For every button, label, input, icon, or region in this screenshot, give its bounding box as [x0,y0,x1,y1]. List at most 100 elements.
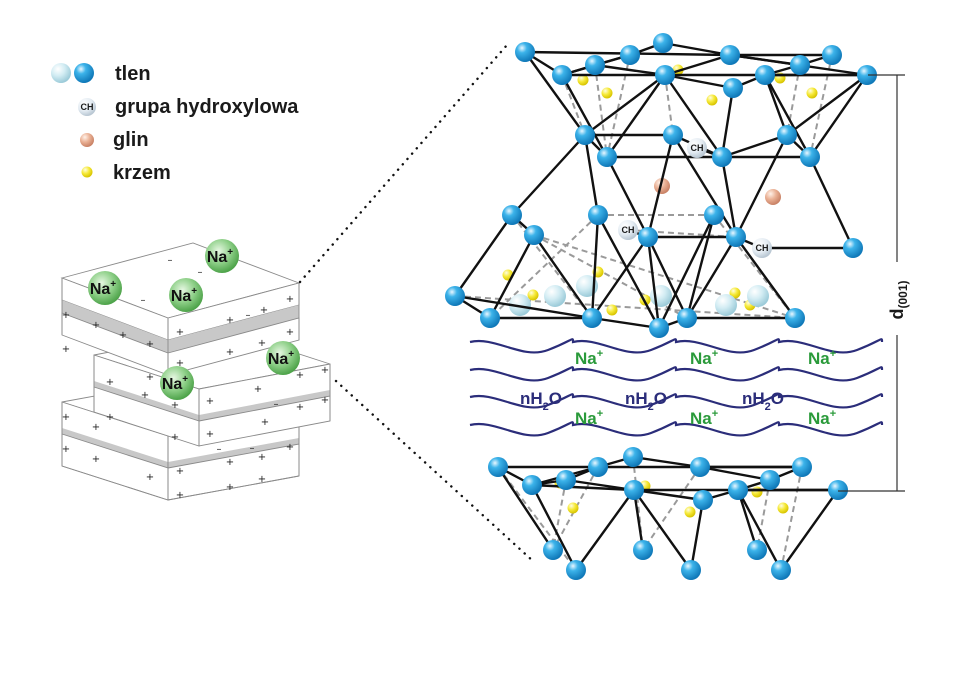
bond [657,213,716,330]
positive-charge: + [258,338,266,349]
bond [720,155,738,239]
positive-charge: + [62,310,70,321]
positive-charge: + [258,452,266,463]
bond [698,465,772,482]
oxygen-atom [543,540,563,560]
oxygen-atom-icon [51,63,94,83]
hidden-bond [809,54,833,158]
bond [685,235,738,320]
apical-oxygen-atom [509,294,531,316]
aluminium-atom [654,178,670,194]
silicon-atom [527,289,539,301]
oxygen-atom [556,470,576,490]
hidden-bond [642,466,701,551]
zoom-connector-bottom [334,379,536,564]
sodium-cation-spheres: Na+Na+Na+Na+Na+ [88,239,300,400]
bond [632,488,693,572]
oxygen-atom [653,33,673,53]
sodium-ion-label: Na+ [690,348,718,368]
silicon-atom [606,304,618,316]
legend-item-aluminium: glin [80,129,149,151]
silicon-atom-icon [81,166,93,178]
positive-charge: + [176,490,184,501]
oxygen-atom [524,225,544,245]
svg-text:Na+: Na+ [171,286,197,305]
sodium-cation-sphere: Na+ [88,271,122,305]
slab-middle [93,329,331,447]
hidden-bond [489,214,599,319]
hidden-bond [594,64,608,158]
bond [736,488,783,572]
hidden-bond [497,466,577,571]
silicon-atom [751,486,763,498]
oxygen-atom [747,540,767,560]
bond [590,235,650,320]
hidden-bond [561,74,586,136]
oxygen-atom [777,125,797,145]
oxygen-atom [638,227,658,247]
legend-label: grupa hydroxylowa [115,96,299,118]
oxygen-atom [623,447,643,467]
oxygen-atom [712,147,732,167]
bond [632,488,645,552]
hydroxyl-group: CH [618,220,638,240]
positive-charge: + [62,444,70,455]
oxygen-atom [690,457,710,477]
bond [488,233,536,320]
hidden-bond [786,64,801,136]
oxygen-atom [620,45,640,65]
water-label: nH2O [625,389,667,413]
silicon-atom [777,502,789,514]
negative-charge: – [246,310,251,321]
oxygen-atom [582,308,602,328]
bond [689,498,705,572]
hidden-bond [533,234,796,319]
aluminium-atom [765,189,781,205]
bond [720,133,789,159]
slab-top [60,242,301,376]
bond [779,488,840,572]
legend-label: tlen [115,63,151,85]
bond [496,465,555,552]
positive-charge: + [226,457,234,468]
negative-charge: – [217,444,222,455]
positive-charge: + [321,365,329,376]
positive-charge: + [176,327,184,338]
silicon-atom [706,94,718,106]
aluminium-atom-icon [80,133,94,147]
bond [685,213,716,320]
positive-charge: + [286,294,294,305]
positive-charge: + [176,358,184,369]
dimension-label: d(001) [887,280,910,319]
oxygen-atom [588,457,608,477]
bond [763,73,789,137]
legend-item-oxygen: tlen [51,63,151,85]
bond [596,213,661,330]
oxygen-atom [681,560,701,580]
hydroxyl-group-icon: CH [78,98,96,116]
positive-charge: + [206,429,214,440]
oxygen-atom [663,125,683,145]
bond [663,53,732,77]
bond [574,488,636,572]
hydroxyl-symbol: CH [81,102,94,112]
positive-charge: + [254,384,262,395]
inner-atoms [502,64,818,518]
bond [453,213,514,298]
bond [605,73,667,159]
legend-label: glin [113,129,149,151]
silicon-atom [684,506,696,518]
bond [593,63,667,77]
bond [720,86,735,159]
bond [631,455,702,469]
oxygen-atom [552,65,572,85]
positive-charge: + [92,454,100,465]
positive-charge: + [92,320,100,331]
bond [785,73,869,137]
oxygen-atom [704,205,724,225]
positive-charge: + [141,390,149,401]
legend: tlen CH grupa hydroxylowa glin krzem [51,63,299,184]
positive-charge: + [62,412,70,423]
positive-charge: + [286,442,294,453]
